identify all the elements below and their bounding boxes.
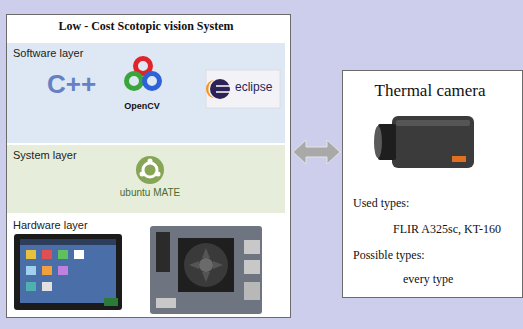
heatsink: [178, 238, 234, 292]
ubuntu-ring: [143, 163, 157, 177]
type-list: FLIR A325sc, KT-160: [393, 223, 501, 237]
opencv-ring: [145, 74, 160, 89]
fan: [184, 243, 228, 287]
box-heading: Thermal camera: [343, 81, 517, 101]
opencv-ring: [136, 59, 151, 74]
fan-hub: [199, 258, 213, 272]
system-box: Low - Cost Scotopic vision SystemSoftwar…: [6, 14, 291, 318]
screen-icon: [58, 266, 68, 275]
logo-text: OpenCV: [115, 101, 169, 111]
thermal-camera-picture: [374, 116, 474, 168]
screen-board: [104, 298, 118, 306]
layer-label: Hardware layer: [13, 219, 88, 232]
screen-icon: [42, 250, 52, 259]
screen-display: [20, 239, 116, 303]
board-picture: [150, 226, 262, 314]
opencv-ring: [127, 74, 142, 89]
type-list: every type: [403, 273, 453, 287]
layer-label: System layer: [13, 149, 77, 162]
camera-box: Thermal cameraUsed types: FLIR A325sc, KT…: [342, 70, 523, 298]
ubuntu-disc: [136, 156, 164, 184]
eclipse-stripe: [216, 85, 230, 87]
camera-lens: [378, 124, 396, 160]
eclipse-logo: [206, 70, 280, 108]
usb-port: [244, 240, 260, 254]
layer-band: System layer ubuntu MATE: [7, 145, 285, 213]
eclipse-disc: [210, 79, 230, 99]
hdmi-port: [156, 298, 176, 308]
lens-glass: [374, 126, 382, 158]
screen-icon: [58, 250, 68, 259]
opencv-logo: [127, 59, 160, 89]
logo-text: ubuntu MATE: [107, 187, 193, 199]
screen-icon: [74, 250, 84, 259]
camera-ridge: [396, 120, 470, 126]
ubuntu-dot: [148, 159, 153, 164]
layer-label: Software layer: [13, 47, 83, 60]
screen-icon: [26, 250, 36, 259]
type-heading: Possible types:: [353, 249, 425, 263]
eclipse-crescent: [206, 80, 214, 98]
screen-icon: [42, 282, 52, 291]
pin-header: [156, 232, 170, 272]
camera-body: [392, 116, 474, 168]
screen-icon: [26, 266, 36, 275]
ethernet-port: [244, 282, 260, 300]
ubuntu-dot: [156, 172, 161, 177]
touchscreen-picture: [14, 234, 122, 310]
logo-ground: [206, 70, 280, 108]
box-heading: Low - Cost Scotopic vision System: [7, 20, 285, 34]
layer-band: Software layerC++ OpenCV eclipse: [7, 43, 285, 143]
ubuntu-dot: [140, 172, 145, 177]
screen-icon: [26, 282, 36, 291]
camera-badge: [452, 156, 466, 162]
logo-text: eclipse: [235, 81, 272, 95]
double-arrow: [293, 140, 340, 164]
eclipse-stripe: [216, 91, 230, 93]
usb-port: [244, 260, 260, 274]
type-heading: Used types:: [353, 197, 409, 211]
screen-frame: [14, 234, 122, 310]
screen-bar: [20, 239, 116, 245]
board-pcb: [150, 226, 262, 314]
ubuntu-logo: [136, 156, 164, 184]
layer-band: Hardware layer: [7, 215, 285, 317]
fan-blades: [189, 248, 223, 282]
logo-text: C++: [47, 70, 96, 100]
screen-icon: [42, 266, 52, 275]
